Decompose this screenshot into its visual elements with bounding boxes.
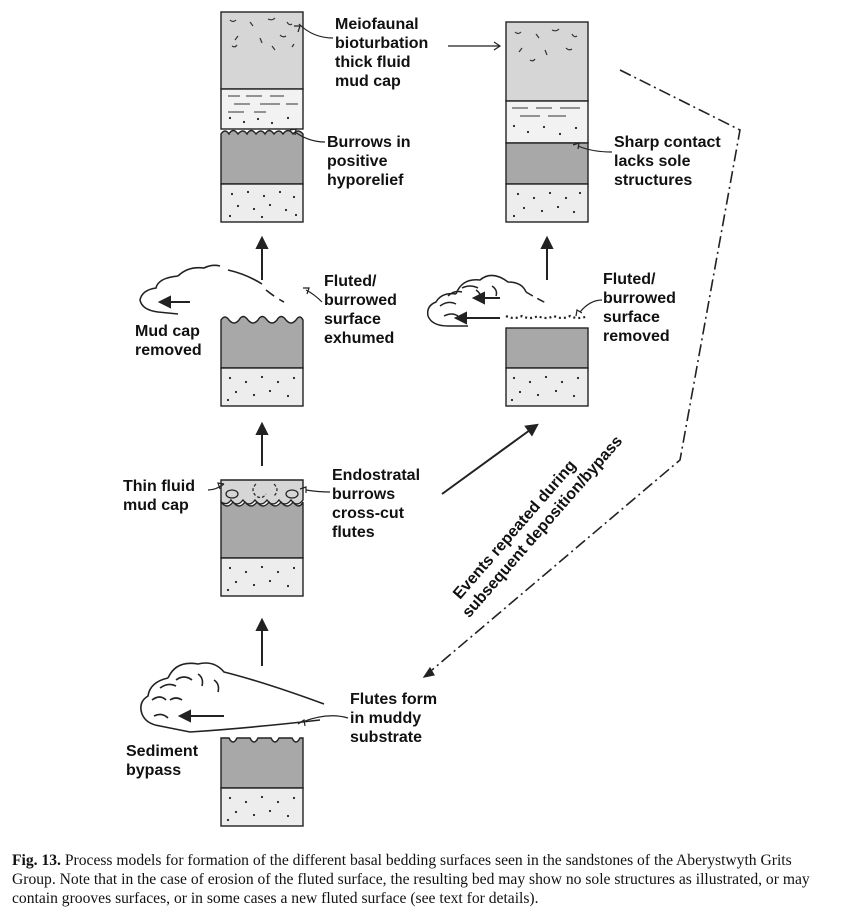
label-events-repeated: Events repeated during subsequent deposi… bbox=[445, 420, 626, 621]
column-lower-left bbox=[220, 479, 304, 597]
flow-arrows bbox=[453, 291, 500, 325]
label-flutes-form: Flutes form in muddy substrate bbox=[350, 691, 442, 746]
suspended-cloud bbox=[139, 264, 285, 315]
bioturbation-marks bbox=[514, 28, 578, 62]
burrowed-mud-layer bbox=[220, 129, 304, 185]
figure-number: Fig. 13. bbox=[12, 852, 61, 869]
caption-text: Process models for formation of the diff… bbox=[12, 852, 810, 907]
cycle-arrowhead bbox=[422, 666, 435, 678]
sand-dots bbox=[226, 565, 296, 592]
sand-dots bbox=[226, 795, 296, 822]
thin-mud-cap bbox=[220, 479, 304, 505]
label-burrows-hyporelief: Burrows in positive hyporelief bbox=[327, 134, 415, 189]
sandstone-layer bbox=[505, 183, 589, 223]
repeat-cycle-path bbox=[431, 69, 741, 671]
mud-layer bbox=[505, 327, 589, 369]
fluted-mud-layer bbox=[220, 737, 304, 789]
column-top-right bbox=[505, 21, 589, 223]
turbulent-cloud bbox=[426, 274, 549, 327]
laminated-layer bbox=[505, 100, 589, 144]
leader-lines bbox=[207, 23, 613, 727]
flow-arrow bbox=[177, 709, 224, 723]
label-sediment-bypass: Sediment bypass bbox=[126, 743, 202, 779]
fluted-mud-layer bbox=[220, 315, 304, 369]
bioturbation-marks bbox=[229, 17, 295, 51]
label-meiofaunal: Meiofaunal bioturbation thick fluid mud … bbox=[335, 16, 433, 90]
sandstone-layer bbox=[220, 557, 304, 597]
column-middle-right bbox=[426, 274, 589, 407]
sandstone-layer bbox=[220, 183, 304, 223]
turbulent-cloud bbox=[140, 662, 325, 733]
sandstone-layer bbox=[220, 367, 304, 407]
sandstone-layer bbox=[505, 367, 589, 407]
sandstone-layer bbox=[220, 787, 304, 827]
lamination-marks bbox=[228, 95, 298, 113]
label-thin-fluid: Thin fluid mud cap bbox=[123, 478, 199, 514]
mud-cap-layer bbox=[220, 11, 304, 90]
sand-dots bbox=[226, 375, 296, 402]
flow-arrow bbox=[157, 295, 190, 309]
label-fluted-exhumed: Fluted/ burrowed surface exhumed bbox=[324, 273, 401, 347]
eroded-surface bbox=[505, 314, 589, 320]
lamination-marks bbox=[512, 107, 580, 117]
laminated-layer bbox=[220, 88, 304, 130]
burrow-marks bbox=[225, 483, 299, 499]
label-sharp-contact: Sharp contact lacks sole structures bbox=[614, 134, 725, 189]
column-top-left bbox=[220, 11, 304, 223]
label-endostratal: Endostratal burrows cross-cut flutes bbox=[332, 467, 424, 541]
label-fluted-removed: Fluted/ burrowed surface removed bbox=[603, 271, 680, 345]
column-middle-left bbox=[139, 264, 304, 407]
sand-dots bbox=[512, 124, 582, 218]
sand-dots bbox=[510, 375, 580, 402]
mud-cap-layer bbox=[505, 21, 589, 102]
fluted-mud-layer bbox=[220, 499, 304, 559]
mud-layer bbox=[505, 142, 589, 185]
figure-caption: Fig. 13. Process models for formation of… bbox=[12, 851, 838, 908]
label-mud-cap-removed: Mud cap removed bbox=[135, 323, 204, 359]
stage-arrows bbox=[255, 235, 554, 666]
sand-dots bbox=[228, 116, 298, 219]
